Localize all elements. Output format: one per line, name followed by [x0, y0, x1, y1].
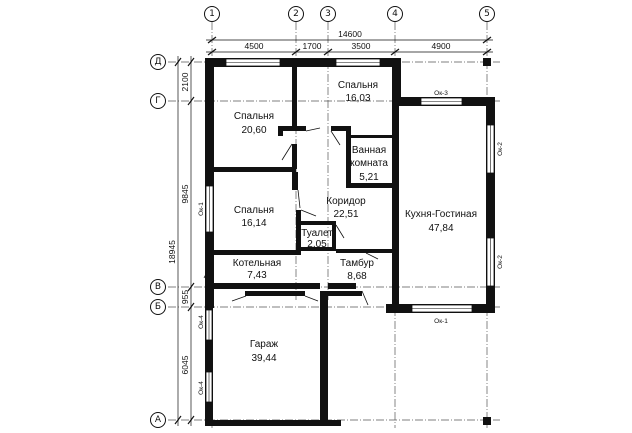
axis-label-3: 3 [325, 9, 331, 19]
dim-overall-width: 14600 [338, 29, 362, 39]
window-label-ok2-lower: Ок-2 [497, 255, 504, 269]
room-garage-name: Гараж [250, 339, 279, 350]
window-label-ok4-upper: Ок-4 [198, 315, 205, 329]
dim-seg-3: 3500 [352, 41, 371, 51]
room-kitchen-name: Кухня-Гостиная [405, 209, 477, 220]
room-garage-area: 39,44 [251, 353, 276, 364]
top-dimensions: 14600 4500 1700 3500 4900 [206, 29, 493, 56]
room-vestibule-name: Тамбур [340, 257, 374, 269]
dim-overall-height: 18945 [167, 240, 177, 264]
room-corridor-area: 22,51 [333, 209, 358, 220]
room-bedroom-top-area: 16,03 [345, 93, 370, 104]
window-label-ok1-bottom: Ок-1 [434, 318, 448, 325]
window-label-ok1-left: Ок-1 [198, 202, 205, 216]
dim-seg-1: 4500 [245, 41, 264, 51]
room-boiler-name: Котельная [233, 258, 281, 269]
dim-left-2: 9845 [180, 184, 190, 203]
window-label-ok4-lower: Ок-4 [198, 381, 205, 395]
dim-left-4: 6045 [180, 355, 190, 374]
axis-label-5: 5 [484, 9, 490, 19]
room-labels: Спальня 16,03 Спальня 20,60 Ванная комна… [233, 80, 477, 364]
room-boiler-area: 7,43 [247, 270, 267, 281]
room-bath-name: Ванная [352, 145, 386, 156]
axis-label-4: 4 [392, 9, 398, 19]
room-bath-area: 5,21 [359, 172, 379, 183]
room-bedroom-left-area: 20,60 [241, 125, 266, 136]
axis-label-g: Г [155, 96, 161, 106]
interior-partitions [212, 58, 491, 425]
room-bedroom-top-name: Спальня [338, 80, 378, 91]
room-vestibule-area: 8,68 [347, 271, 367, 282]
windows: Ок-3 Ок-2 Ок-2 Ок-1 Ок-1 Ок-4 Ок-4 [198, 58, 504, 403]
axis-markers: 1 2 3 4 5 Д Г В Б А [150, 6, 495, 428]
window-label-ok2-upper: Ок-2 [497, 142, 504, 156]
axis-label-b: Б [155, 302, 161, 312]
room-toilet-name: Туалет [301, 228, 333, 239]
axis-label-d: Д [154, 57, 161, 67]
axis-label-a: А [155, 415, 162, 425]
room-toilet-area: 2,05 [307, 239, 327, 250]
dim-seg-4: 4900 [432, 41, 451, 51]
room-bedroom-mid-name: Спальня [234, 205, 274, 216]
door-swings [203, 127, 379, 306]
dim-left-1: 2100 [180, 72, 190, 91]
axis-label-v: В [155, 282, 161, 292]
room-corridor-name: Коридор [326, 196, 366, 207]
dim-left-3: 955 [180, 290, 190, 304]
room-kitchen-area: 47,84 [428, 223, 453, 234]
axis-label-2: 2 [293, 9, 299, 19]
room-bedroom-mid-area: 16,14 [241, 218, 266, 229]
dim-seg-2: 1700 [303, 41, 322, 51]
room-bedroom-left-name: Спальня [234, 111, 274, 122]
window-label-ok3: Ок-3 [434, 90, 448, 97]
room-bath-name2: комната [350, 158, 388, 169]
axis-label-1: 1 [209, 9, 215, 19]
left-dimensions: 18945 2100 9845 955 6045 [167, 56, 195, 426]
